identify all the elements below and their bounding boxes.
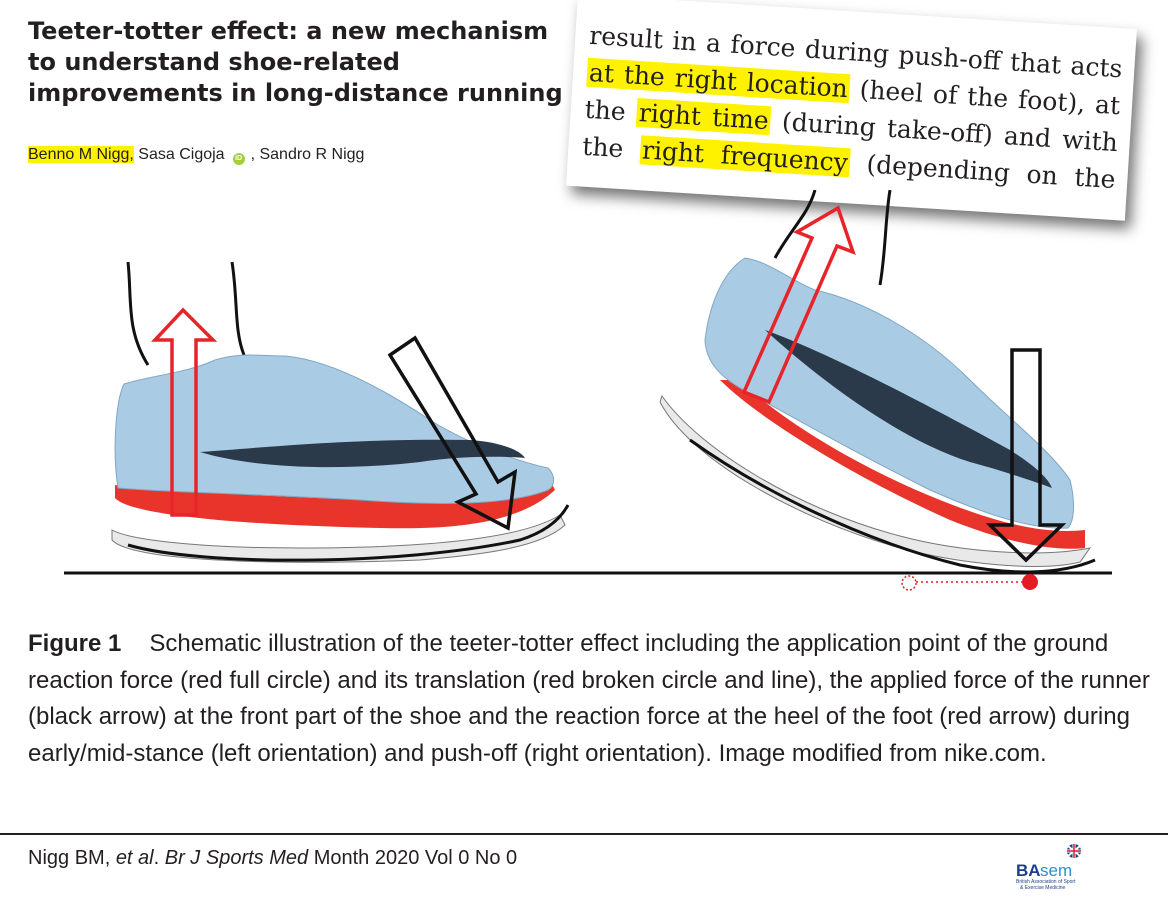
left-shoe <box>111 261 570 563</box>
left-leg-line-2 <box>230 261 246 356</box>
footer-etal: et al <box>115 847 154 869</box>
quote-line-3-pre: the <box>583 94 627 127</box>
left-upper <box>114 354 555 504</box>
right-sole-outline <box>689 438 1096 574</box>
right-shoe <box>659 190 1096 574</box>
left-leg-line-1 <box>126 261 150 366</box>
caption-text: Schematic illustration of the teeter-tot… <box>28 630 1150 767</box>
author-list: Benno M Nigg, Sasa Cigoja iD , Sandro R Ni… <box>28 146 364 165</box>
right-runner-force-arrow <box>985 348 1067 563</box>
teeter-totter-figure <box>64 190 1112 591</box>
grf-application-point <box>1022 574 1038 590</box>
title-line-1: Teeter-totter effect: a new mechanism <box>28 17 549 45</box>
footer-issue: Month 2020 Vol 0 No 0 <box>313 847 518 869</box>
left-runner-force-arrow <box>387 335 518 531</box>
citation-footer: Nigg BM, et al. Br J Sports Med Month 20… <box>28 847 518 869</box>
right-leg-line-2 <box>878 190 892 286</box>
article-title: Teeter-totter effect: a new mechanism to… <box>28 16 568 109</box>
logo-subtitle-1: British Association of Sport <box>1016 879 1076 885</box>
right-heel-reaction-arrow <box>741 205 856 405</box>
orcid-icon[interactable]: iD <box>232 153 245 165</box>
quote-line-4-pre: the <box>581 131 625 164</box>
right-swoosh <box>765 330 1052 488</box>
left-midsole <box>115 476 555 529</box>
basem-logo[interactable]: BA sem British Association of Sport & Ex… <box>1014 842 1124 892</box>
footer-rule <box>0 833 1168 835</box>
union-flag-icon <box>1067 844 1081 858</box>
quote-highlight-frequency: right frequency <box>639 135 851 178</box>
left-swoosh <box>200 439 525 468</box>
title-line-3: improvements in long-distance running <box>28 79 563 107</box>
logo-sem-text: sem <box>1040 861 1072 880</box>
right-outsole <box>659 394 1092 567</box>
right-leg-line-1 <box>773 190 817 259</box>
left-heel-reaction-arrow <box>150 307 218 517</box>
left-sole-outline <box>127 504 570 562</box>
grf-original-point <box>901 575 917 591</box>
quote-excerpt-card: result in a force during push-off that a… <box>565 0 1137 221</box>
author-third[interactable]: , Sandro R Nigg <box>250 146 365 163</box>
quote-highlight-time: right time <box>636 97 772 136</box>
title-line-2: to understand shoe-related <box>28 48 400 76</box>
author-second[interactable]: Sasa Cigoja <box>138 146 225 163</box>
logo-subtitle-2: & Exercise Medicine <box>1020 885 1066 891</box>
footer-journal: Br J Sports Med <box>164 847 309 869</box>
figure-label: Figure 1 <box>28 630 122 657</box>
footer-authors: Nigg BM, <box>28 847 111 869</box>
logo-ba-text: BA <box>1016 861 1041 880</box>
author-highlighted[interactable]: Benno M Nigg, <box>28 146 134 163</box>
